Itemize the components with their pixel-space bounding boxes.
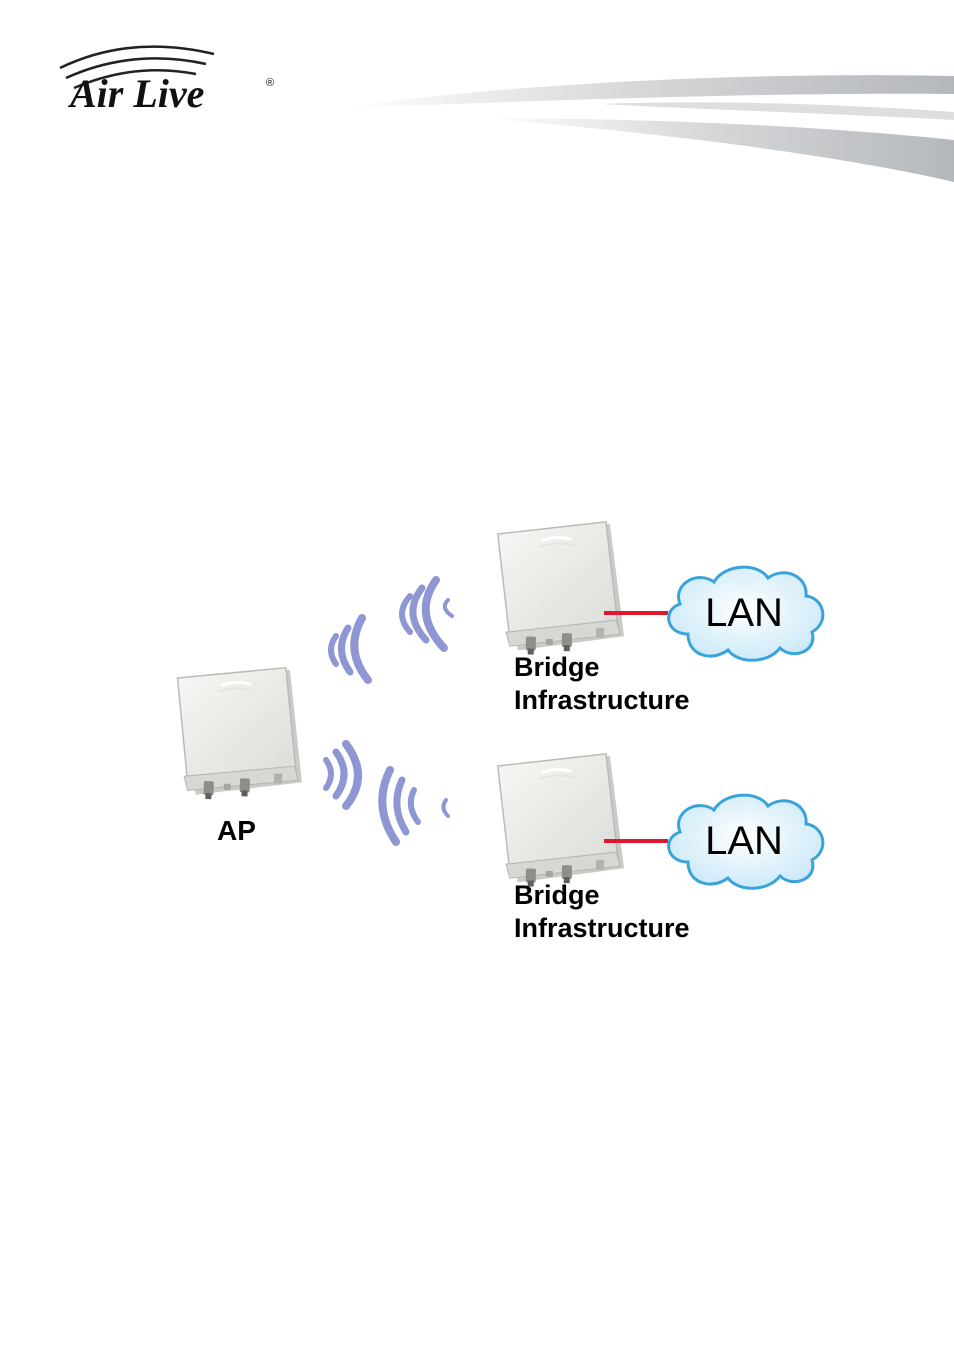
bridge-2-label: Bridge Infrastructure xyxy=(514,879,690,945)
bridge-1-label: Bridge Infrastructure xyxy=(514,651,690,717)
signal-waves-lower-icon xyxy=(326,744,448,842)
bridge-device-2 xyxy=(496,752,626,888)
bridge-2-label-line1: Bridge xyxy=(514,879,690,912)
airlive-logo: Air Live ® xyxy=(60,47,274,116)
registered-mark: ® xyxy=(266,77,274,89)
logo-arc-icon xyxy=(60,47,214,68)
header-swoosh xyxy=(340,75,954,182)
bridge-2-label-line2: Infrastructure xyxy=(514,912,690,945)
lan-label-1: LAN xyxy=(705,591,783,635)
lan-cloud-1-icon: LAN xyxy=(669,567,823,660)
lan-label-2: LAN xyxy=(705,819,783,863)
logo-wordmark: Air Live xyxy=(67,71,204,116)
ap-label: AP xyxy=(217,815,256,847)
lan-cloud-2-icon: LAN xyxy=(669,795,823,888)
bridge-1-label-line1: Bridge xyxy=(514,651,690,684)
bridge-1-label-line2: Infrastructure xyxy=(514,684,690,717)
ap-device xyxy=(173,664,306,802)
bridge-device-1 xyxy=(496,520,626,656)
network-diagram: LAN LAN xyxy=(173,520,823,888)
signal-waves-upper-icon xyxy=(331,580,452,680)
